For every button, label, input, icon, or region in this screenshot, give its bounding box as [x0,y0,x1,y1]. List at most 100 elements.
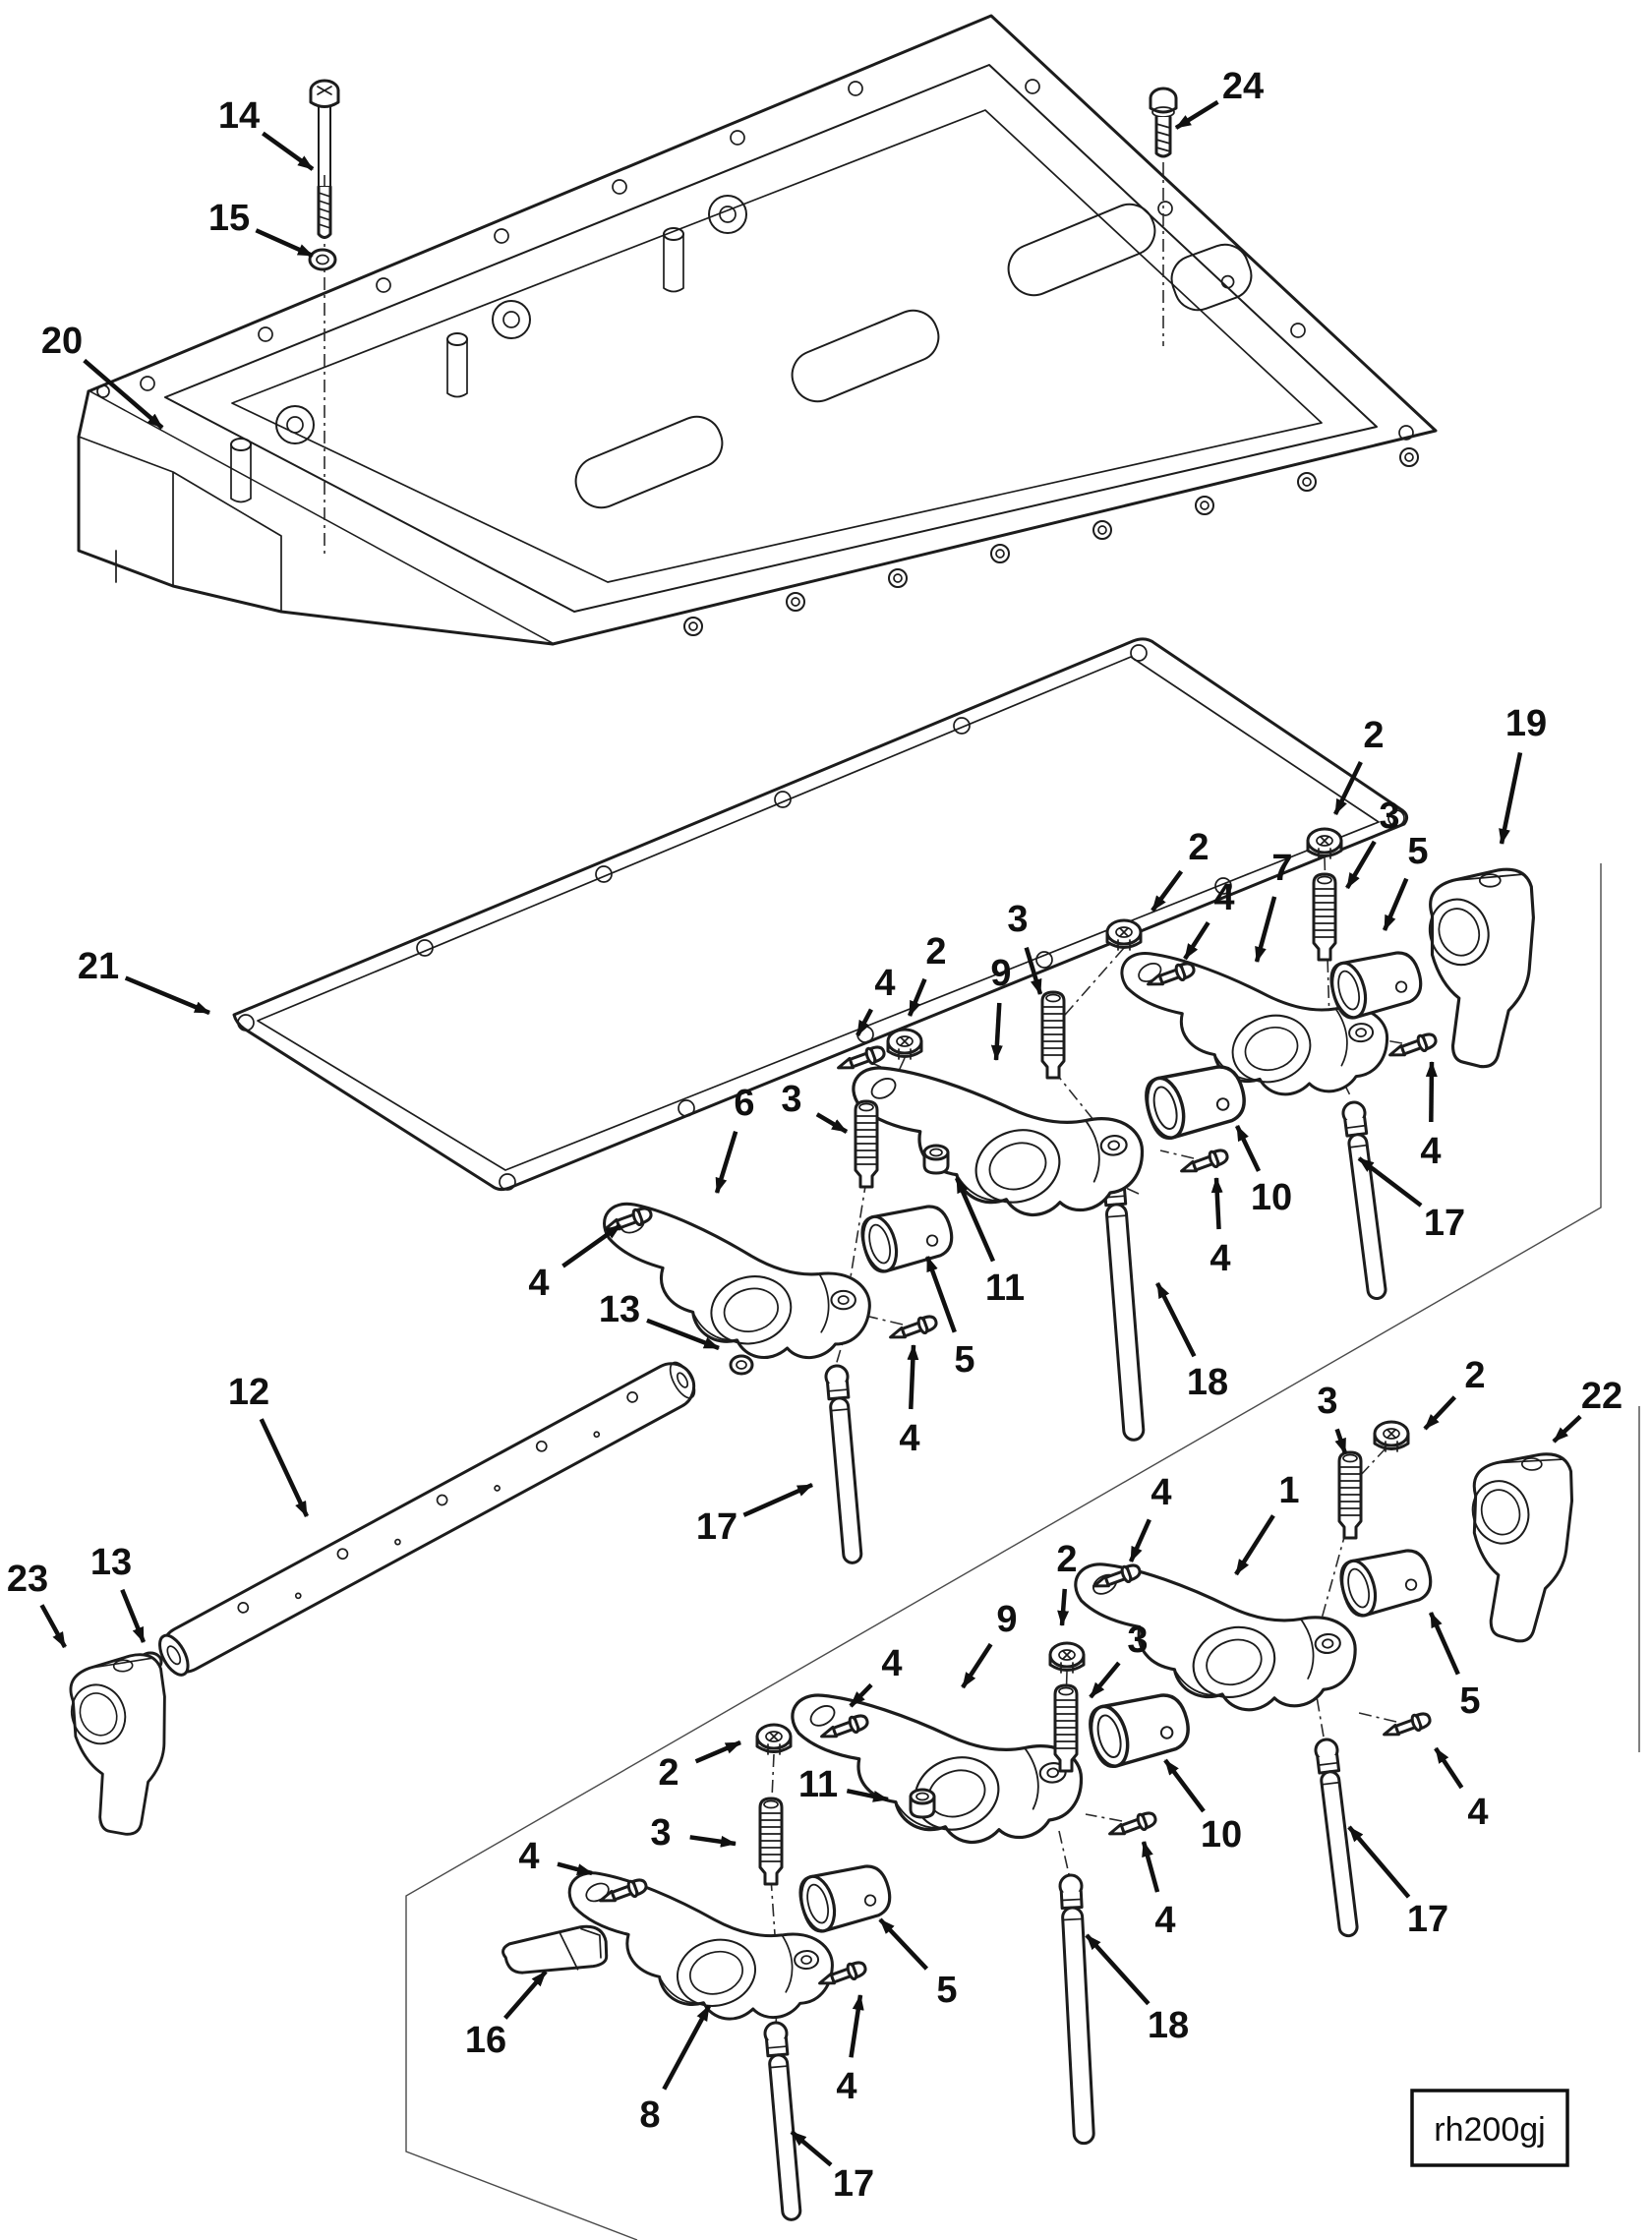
callout-label-4: 4 [518,1836,539,1877]
callout-label-22: 22 [1581,1376,1622,1417]
callout-label-5: 5 [1407,831,1428,872]
bushing-5 [856,1197,959,1277]
callout-label-4: 4 [1213,877,1234,918]
callout-arrow-2 [1423,1395,1457,1431]
callout-label-14: 14 [218,95,260,137]
callout-arrow-4 [1210,1177,1223,1230]
callout-label-7: 7 [1271,848,1292,889]
rocker-shaft [158,1361,696,1677]
callout-arrow-5 [1382,877,1409,931]
callout-label-3: 3 [1379,796,1399,837]
callout-arrow-13 [120,1588,147,1643]
wear-pad-16 [502,1924,609,1975]
callout-arrow-21 [124,975,210,1016]
callout-arrow-17 [1347,1825,1411,1899]
callout-arrow-9 [990,1002,1003,1061]
callout-label-4: 4 [1210,1238,1230,1279]
cover-spout-boss [1170,243,1253,312]
adjusting-screw [758,1797,784,1886]
callout-arrow-18 [1154,1281,1197,1358]
callout-label-3: 3 [781,1079,801,1120]
callout-label-2: 2 [1363,715,1384,756]
callout-arrow-4 [1141,1841,1160,1893]
callout-label-2: 2 [658,1752,678,1794]
cover-gasket [232,637,1409,1192]
callout-label-4: 4 [1467,1792,1488,1833]
callout-arrow-4 [849,1994,864,2058]
cap-11 [909,1788,936,1819]
callout-label-4: 4 [899,1418,919,1459]
callout-label-13: 13 [90,1542,132,1583]
callout-arrow-14 [262,131,315,171]
cap-11 [922,1144,950,1175]
callout-label-4: 4 [1150,1472,1171,1513]
callout-arrow-2 [907,977,927,1017]
hex-bolt-24 [1149,87,1178,158]
callout-label-9: 9 [990,953,1011,994]
callout-arrow-7 [1254,896,1277,963]
callout-arrow-11 [954,1177,996,1263]
lock-nut [755,1723,793,1756]
callout-label-15: 15 [208,198,250,239]
callout-arrow-3 [1334,1428,1348,1454]
callout-arrow-2 [694,1739,741,1764]
callout-arrow-4 [1183,920,1210,961]
callout-label-10: 10 [1201,1814,1242,1856]
callout-label-5: 5 [1459,1680,1480,1722]
lock-nut [1373,1420,1410,1453]
callout-label-2: 2 [1464,1355,1485,1396]
callout-arrow-11 [846,1788,889,1802]
bushing-10 [1083,1684,1196,1772]
push-rod-18 [1100,1169,1148,1443]
cover-edge-tabs [683,447,1419,636]
bushing-5 [1325,943,1428,1024]
callout-arrow-4 [561,1223,622,1268]
bushing-5 [794,1857,897,1937]
callout-label-3: 3 [1007,899,1028,940]
adjusting-screw [1337,1450,1363,1540]
rocker-housing-cover [77,14,1438,646]
callout-arrow-20 [83,358,164,430]
callout-arrow-2 [1332,760,1363,815]
callout-label-11: 11 [985,1267,1025,1309]
callout-arrow-23 [39,1604,67,1649]
lock-nut [886,1028,923,1061]
shaft-bracket-22 [1458,1449,1575,1645]
push-rod-17 [1313,1737,1362,1939]
callout-label-4: 4 [836,2066,856,2107]
callout-arrow-18 [1085,1933,1150,2006]
callout-label-2: 2 [925,931,946,973]
rocker-lever-6 [603,1202,871,1360]
callout-arrow-17 [790,2130,833,2167]
callout-arrow-10 [1234,1125,1262,1172]
callout-label-17: 17 [696,1506,738,1548]
callout-label-20: 20 [41,321,83,362]
washer-15 [308,248,337,271]
callout-label-4: 4 [881,1643,902,1684]
adjusting-screw [1040,990,1066,1080]
callout-arrow-2 [1057,1588,1070,1626]
retaining-pin [1177,1146,1231,1180]
callout-arrow-22 [1552,1414,1582,1444]
callout-arrow-3 [1345,840,1377,890]
callout-arrow-12 [259,1418,310,1517]
callout-label-12: 12 [228,1372,269,1413]
callout-label-17: 17 [1407,1899,1448,1940]
shaft-bracket-23 [59,1651,176,1840]
callout-arrow-16 [503,1970,548,2020]
lock-nut [1105,918,1143,952]
adjusting-screw [1312,872,1337,962]
callout-label-23: 23 [7,1559,48,1600]
callout-arrow-1 [1234,1514,1275,1576]
callout-arrow-4 [849,1682,873,1708]
push-rod-17 [762,2020,805,2222]
retaining-pin [1386,1030,1440,1064]
retaining-pin [886,1312,940,1346]
push-rod-17 [823,1363,866,1565]
callout-arrow-4 [1425,1061,1438,1123]
callout-arrow-4 [907,1344,919,1410]
shaft-bracket-19 [1419,867,1535,1069]
